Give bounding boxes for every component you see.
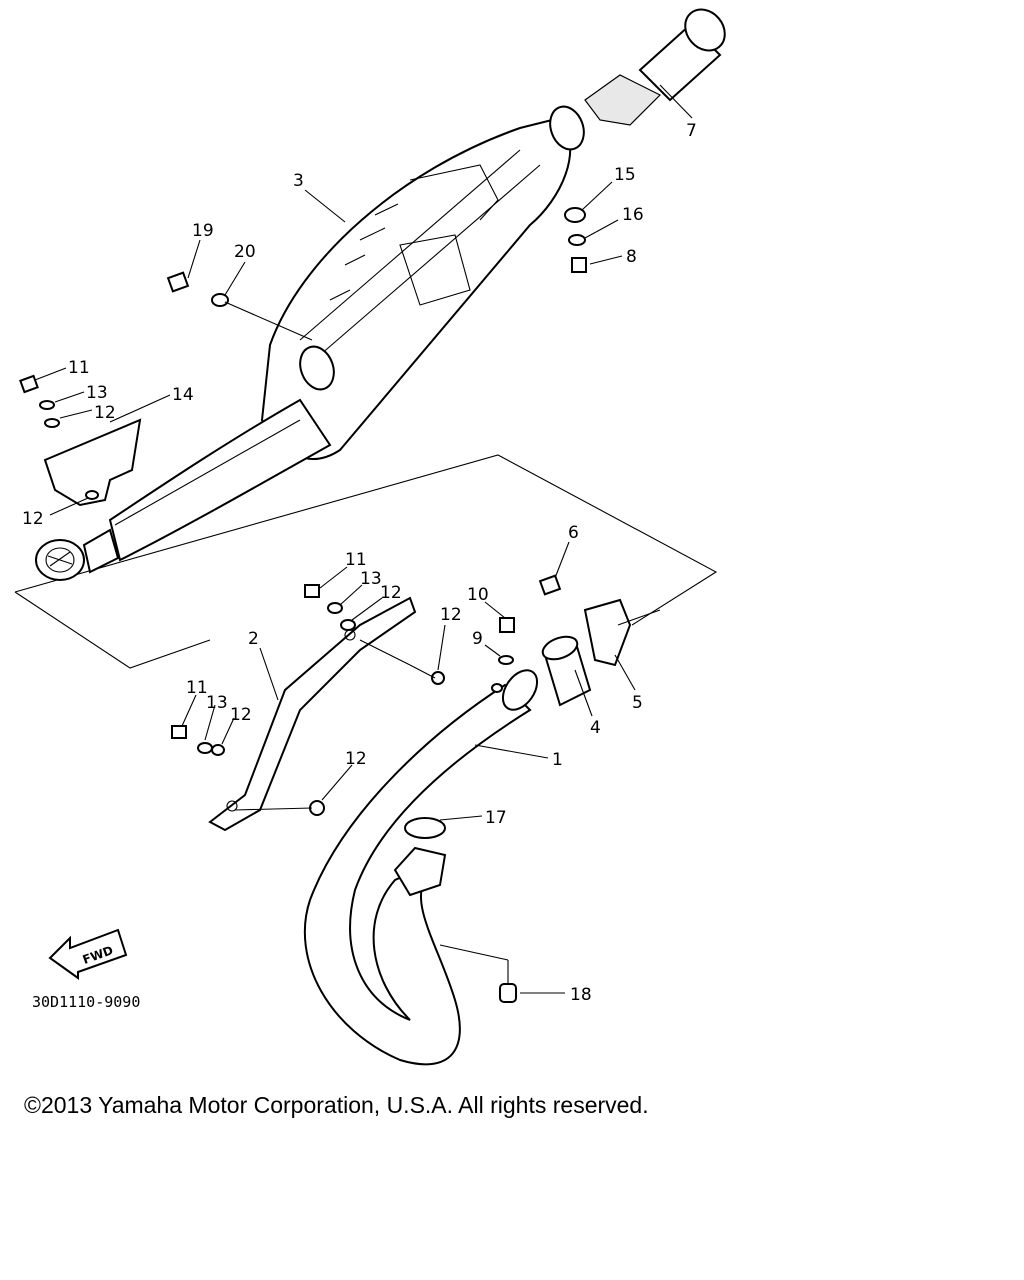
callout-5: 5 — [632, 693, 643, 713]
callout-2: 2 — [248, 629, 259, 649]
leader-lines — [34, 84, 693, 994]
callout-12b: 12 — [22, 509, 44, 529]
callout-12e: 12 — [230, 705, 252, 725]
callout-12d: 12 — [440, 605, 462, 625]
assembly-boundary — [14, 454, 718, 669]
fasteners — [19, 207, 587, 1003]
callout-labels: 7 3 15 16 8 19 20 11 13 12 14 12 6 11 13… — [22, 121, 697, 1005]
callout-19: 19 — [192, 221, 214, 241]
callout-6: 6 — [568, 523, 579, 543]
callout-15: 15 — [614, 165, 636, 185]
collar — [541, 635, 592, 707]
callout-16: 16 — [622, 205, 644, 225]
muffler — [108, 105, 585, 562]
callout-3: 3 — [293, 171, 304, 191]
gasket — [404, 817, 446, 839]
copyright-notice: ©2013 Yamaha Motor Corporation, U.S.A. A… — [24, 1092, 649, 1118]
callout-14: 14 — [172, 385, 194, 405]
callout-11c: 11 — [186, 678, 208, 698]
callout-18: 18 — [570, 985, 592, 1005]
callout-13a: 13 — [86, 383, 108, 403]
muffler-inlet — [35, 528, 120, 581]
callout-7: 7 — [686, 121, 697, 141]
callout-12f: 12 — [345, 749, 367, 769]
callout-17: 17 — [485, 808, 507, 828]
heat-protector — [43, 418, 142, 507]
callout-9: 9 — [472, 629, 483, 649]
forward-arrow-icon: FWD — [48, 928, 128, 980]
clamp — [583, 598, 632, 667]
callout-12a: 12 — [94, 403, 116, 423]
bracket — [208, 596, 417, 832]
callout-4: 4 — [590, 718, 601, 738]
callout-11b: 11 — [345, 550, 367, 570]
callout-13c: 13 — [206, 693, 228, 713]
callout-10: 10 — [467, 585, 489, 605]
callout-11a: 11 — [68, 358, 90, 378]
spark-arrester — [584, 8, 726, 126]
exhaust-parts-diagram: 7 3 15 16 8 19 20 11 13 12 14 12 6 11 13… — [14, 8, 726, 1066]
callout-8: 8 — [626, 247, 637, 267]
callout-1: 1 — [552, 750, 563, 770]
callout-12c: 12 — [380, 583, 402, 603]
callout-20: 20 — [234, 242, 256, 262]
part-code: 30D1110-9090 — [32, 993, 140, 1011]
callout-13b: 13 — [360, 569, 382, 589]
exhaust-pipe — [303, 669, 539, 1066]
